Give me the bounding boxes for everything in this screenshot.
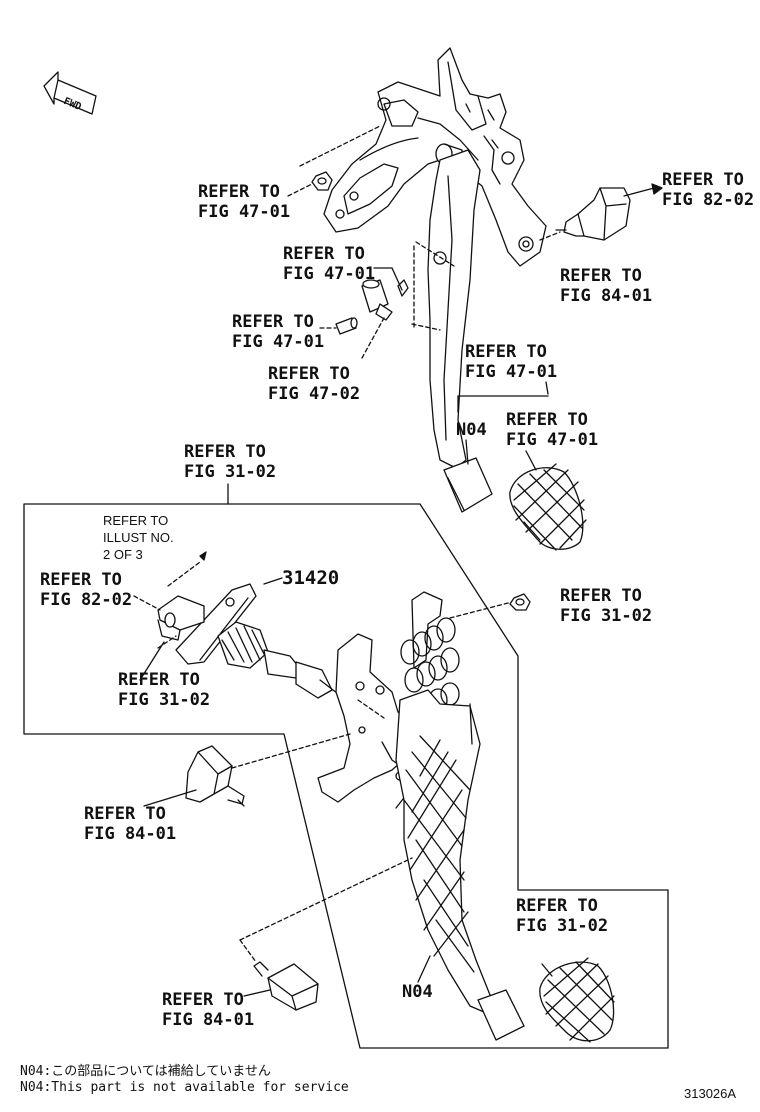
clutch-pedal-pad — [539, 957, 615, 1043]
stop-lamp-switch-upper — [539, 183, 663, 241]
clutch-pedal-arm — [395, 689, 525, 1041]
clutch-fitting — [133, 551, 207, 649]
brake-pedal-pad-mount — [443, 457, 493, 513]
clutch-assembly-outline — [23, 503, 669, 1049]
fwd-arrow-icon — [43, 71, 97, 115]
bushing-parts — [335, 279, 409, 335]
upper-ref-brackets — [373, 267, 549, 471]
nut-lower — [509, 593, 531, 611]
note-japanese: N04:この部品については補給していません — [20, 1064, 271, 1079]
brake-pedal-bracket — [323, 47, 547, 267]
clutch-switch-middle — [185, 733, 351, 807]
brake-pedal-pad — [509, 463, 587, 551]
n04-label-upper: N04 — [456, 420, 487, 440]
illustration-code: 313026A — [684, 1086, 737, 1101]
part-number-label: 31420 — [282, 567, 340, 589]
brake-pedal-arm — [415, 149, 481, 469]
upper-leader-lines — [287, 125, 441, 359]
note-english: N04:This part is not available for servi… — [20, 1080, 349, 1095]
n04-label-lower: N04 — [402, 982, 433, 1002]
lower-leader-lines — [139, 641, 553, 997]
clutch-switch-lower — [239, 857, 413, 1011]
nut-upper — [311, 171, 333, 191]
